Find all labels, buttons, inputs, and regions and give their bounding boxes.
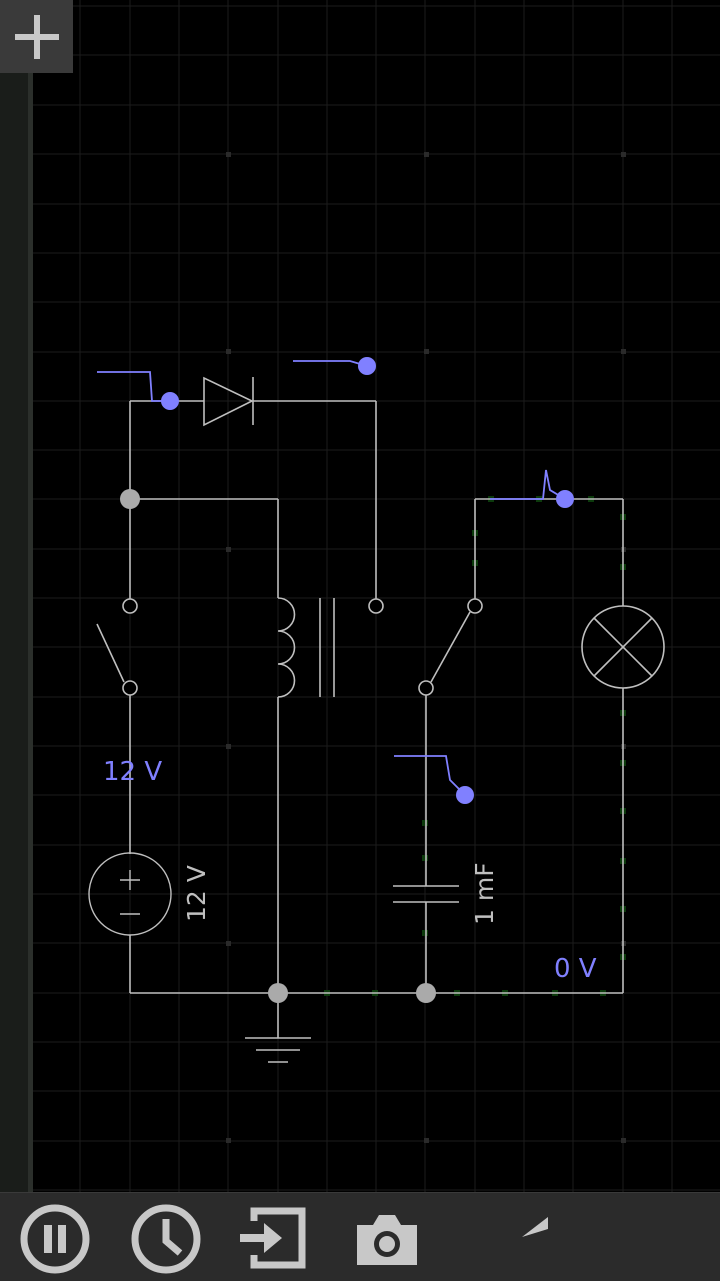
- battery[interactable]: [88, 852, 172, 936]
- export-icon: [240, 1207, 306, 1269]
- circuit-canvas[interactable]: 12 V 0 V 12 V 1 mF: [33, 0, 720, 1192]
- pause-icon: [20, 1204, 90, 1274]
- add-component-button[interactable]: [0, 0, 73, 73]
- undo-icon: [522, 1217, 548, 1237]
- wires: [129, 400, 624, 994]
- probe-dots[interactable]: [161, 357, 574, 804]
- add-icon: [14, 14, 59, 59]
- left-panel-strip: [0, 0, 30, 1192]
- pause-button[interactable]: [19, 1203, 91, 1275]
- switch-left[interactable]: [96, 598, 138, 696]
- camera-icon: [357, 1215, 417, 1265]
- probes[interactable]: [97, 360, 566, 796]
- left-panel-edge: [28, 0, 33, 1192]
- export-button[interactable]: [238, 1203, 310, 1275]
- junction-nodes: [120, 489, 436, 1003]
- undo-button[interactable]: [518, 1203, 590, 1275]
- screenshot-button[interactable]: [351, 1203, 423, 1275]
- battery-value-label: 12 V: [182, 865, 211, 922]
- switch-right[interactable]: [418, 598, 483, 696]
- bottom-toolbar: [0, 1192, 720, 1281]
- voltage-label-left: 12 V: [103, 757, 162, 787]
- lamp[interactable]: [581, 605, 665, 689]
- capacitor[interactable]: [393, 885, 459, 903]
- capacitor-value-label: 1 mF: [470, 862, 499, 925]
- clock-icon: [131, 1204, 201, 1274]
- diode[interactable]: [203, 376, 254, 427]
- voltage-label-right: 0 V: [554, 954, 597, 984]
- relay-coil[interactable]: [277, 597, 384, 698]
- time-settings-button[interactable]: [130, 1203, 202, 1275]
